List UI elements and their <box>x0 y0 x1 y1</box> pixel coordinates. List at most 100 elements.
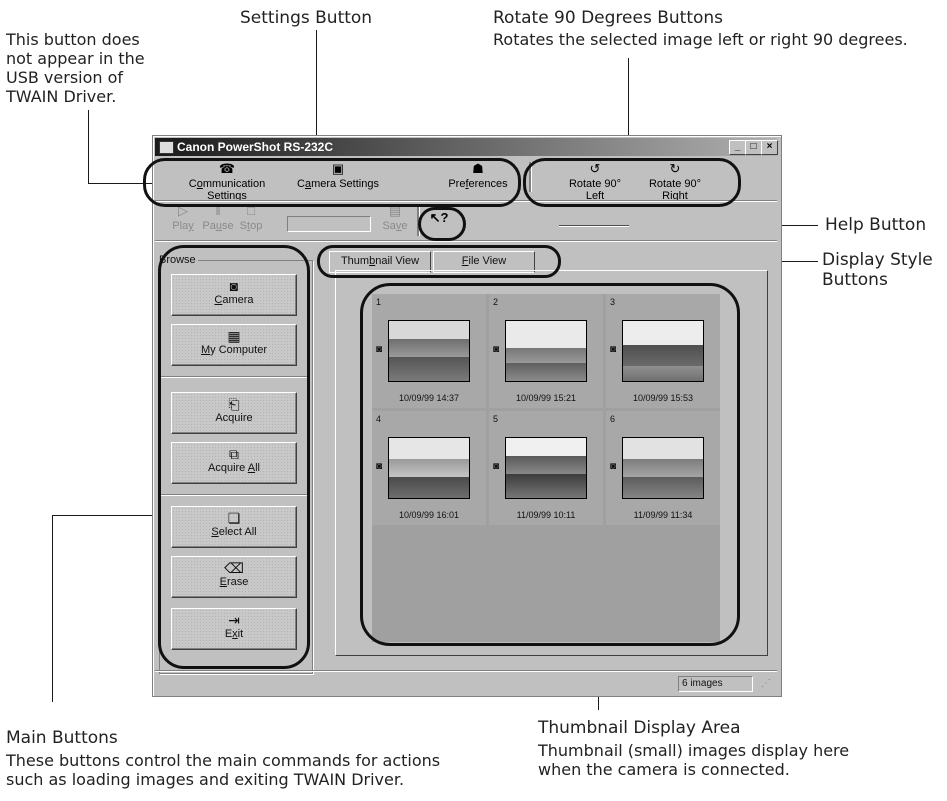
tab-file-view[interactable]: File View <box>433 251 535 273</box>
thumbnail-number: 6 <box>610 414 616 424</box>
computer-icon: ▦ <box>227 328 241 344</box>
label-part: x <box>232 628 238 640</box>
pause-button[interactable]: ‖ Pause <box>201 204 235 233</box>
thumbnail-date: 10/09/99 15:21 <box>515 393 577 403</box>
label-part: L <box>585 190 592 202</box>
label-part: Pa <box>202 220 216 232</box>
label-part: e <box>401 220 408 232</box>
label-part: S <box>239 220 248 232</box>
title-bar: Canon PowerShot RS-232C _ □ × <box>155 138 778 156</box>
save-button[interactable]: ▤ Save <box>379 204 411 233</box>
thumbnail-image <box>622 437 704 499</box>
label-part: ight <box>670 190 688 202</box>
minimize-icon[interactable]: _ <box>729 140 746 155</box>
label-part: Pre <box>448 178 466 190</box>
label-part: Rotate 90° <box>648 178 702 190</box>
thumbnail-number: 4 <box>376 414 382 424</box>
label-part: amera <box>222 294 254 306</box>
acquire-button[interactable]: ⎗ Acquire <box>171 392 297 434</box>
playbar-indicator <box>559 225 629 227</box>
close-icon[interactable]: × <box>761 140 778 155</box>
camera-source-icon: ◙ <box>610 461 617 472</box>
label-part: t <box>247 220 251 232</box>
thumbnail-cell[interactable]: 6 ◙ 11/09/99 11:34 <box>606 411 720 525</box>
label-part: ile View <box>468 255 507 267</box>
rotate-left-button[interactable]: ↺ Rotate 90° Left <box>559 162 631 203</box>
leader-line <box>88 110 89 184</box>
usb-note-line: This button does <box>6 30 140 49</box>
label-part: op <box>250 220 263 232</box>
oval-thumbnail-area <box>360 283 740 646</box>
camera-button[interactable]: ◙ Camera <box>171 274 297 316</box>
maximize-icon[interactable]: □ <box>745 140 762 155</box>
label-part: u <box>215 220 222 232</box>
rotate-right-button[interactable]: ↻ Rotate 90° Right <box>635 162 715 203</box>
thumbnail-cell[interactable]: 5 ◙ 11/09/99 10:11 <box>489 411 603 525</box>
camera-source-icon: ◙ <box>610 344 617 355</box>
label-part: M <box>200 344 211 356</box>
label-part: rase <box>226 576 249 588</box>
thumb-area-desc-line: when the camera is connected. <box>538 760 790 779</box>
camera-icon: ◙ <box>229 278 239 294</box>
thumbnail-display-area[interactable]: 1 ◙ 10/09/99 14:37 2 ◙ 10/09/99 15:21 3 … <box>372 294 720 642</box>
label-part: a <box>304 178 312 190</box>
stop-icon: □ <box>247 203 255 218</box>
callout-rotate: Rotate 90 Degrees Buttons Rotates the se… <box>493 8 908 49</box>
label-part: mmunication Settings <box>202 178 266 202</box>
communication-settings-button[interactable]: ☎ Communication Settings <box>169 162 285 203</box>
stop-button[interactable]: □ Stop <box>237 203 265 233</box>
thumbnail-cell[interactable]: 2 ◙ 10/09/99 15:21 <box>489 294 603 408</box>
twain-driver-window: Canon PowerShot RS-232C _ □ × ☎ Communic… <box>152 135 782 697</box>
label-part: C <box>188 178 197 190</box>
acquire-icon: ⎗ <box>228 396 240 412</box>
thumbnail-cell[interactable]: 1 ◙ 10/09/99 14:37 <box>372 294 486 408</box>
erase-button[interactable]: ⌫ Erase <box>171 556 297 598</box>
label-part: C <box>214 294 223 306</box>
exit-button[interactable]: ⇥ Exit <box>171 608 297 650</box>
preferences-icon: ☗ <box>472 161 484 176</box>
display-style-line: Buttons <box>822 270 888 290</box>
callout-settings: Settings Button <box>240 8 372 28</box>
thumbnail-date: 11/09/99 11:34 <box>633 510 693 520</box>
label-part: S <box>211 526 219 538</box>
camera-settings-button[interactable]: ▣ Camera Settings <box>293 161 383 191</box>
toolbar-divider <box>155 200 777 202</box>
status-image-count: 6 images <box>678 676 753 692</box>
callout-thumb-area-title: Thumbnail Display Area <box>538 718 741 738</box>
label-part: se <box>221 220 234 232</box>
label-part: C <box>297 178 305 190</box>
acquire-all-button[interactable]: ⧉ Acquire All <box>171 442 297 484</box>
leader-line <box>52 515 53 702</box>
main-buttons-desc-line: such as loading images and exiting TWAIN… <box>6 770 405 789</box>
resize-grip-icon[interactable]: ⋰ <box>761 678 771 689</box>
playback-progress-field <box>287 216 371 232</box>
preferences-button[interactable]: ☗ Preferences <box>443 161 513 191</box>
camera-settings-icon: ▣ <box>331 161 345 176</box>
label-part: Acquire <box>215 412 253 424</box>
callout-help: Help Button <box>825 215 926 235</box>
usb-note-line: USB version of <box>6 68 124 87</box>
select-all-button[interactable]: ❏ Select All <box>171 506 297 548</box>
thumbnail-cell[interactable]: 4 ◙ 10/09/99 16:01 <box>372 411 486 525</box>
camera-source-icon: ◙ <box>376 461 383 472</box>
label-part: R <box>662 190 671 202</box>
my-computer-button[interactable]: ▦ My Computer <box>171 324 297 366</box>
app-icon <box>159 141 174 154</box>
thumbnail-date: 10/09/99 16:01 <box>398 510 460 520</box>
leader-line <box>628 58 629 158</box>
thumbnail-image <box>388 320 470 382</box>
usb-note-line: not appear in the <box>6 49 145 68</box>
oval-help-button <box>418 207 466 241</box>
play-button[interactable]: ▷ Play <box>169 204 197 233</box>
label-part: y Computer <box>210 344 268 356</box>
select-all-icon: ❏ <box>227 510 241 526</box>
label-part: y <box>188 220 194 232</box>
thumb-area-desc-line: Thumbnail (small) images display here <box>538 741 850 760</box>
label-part: Pla <box>172 220 189 232</box>
label-part: f <box>465 178 469 190</box>
playbar-divider <box>155 240 777 242</box>
callout-rotate-title: Rotate 90 Degrees Buttons <box>493 8 724 28</box>
label-part: Sa <box>382 220 396 232</box>
thumbnail-cell[interactable]: 3 ◙ 10/09/99 15:53 <box>606 294 720 408</box>
label-part: v <box>395 220 402 232</box>
